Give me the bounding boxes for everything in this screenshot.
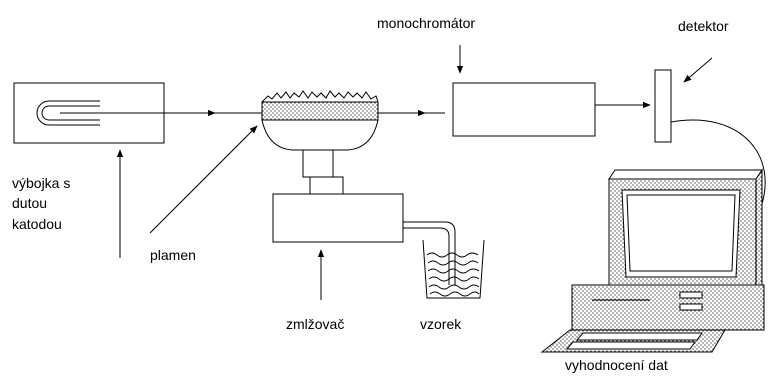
computer-monitor <box>608 168 763 294</box>
sample-tubing <box>403 221 456 285</box>
label-lamp-line-1: výbojka s <box>12 175 71 191</box>
burner <box>261 90 379 195</box>
detector-box <box>654 69 672 143</box>
arrow-to-detector <box>683 57 713 83</box>
label-nebulizer: zmlžovač <box>286 316 345 332</box>
monochromator-box <box>452 82 596 137</box>
label-data-processing: vyhodnocení dat <box>565 357 668 373</box>
sample-beaker <box>422 239 485 299</box>
arrow-to-flame <box>149 125 258 234</box>
label-sample: vzorek <box>420 316 462 332</box>
label-lamp-line-3: katodou <box>12 216 62 232</box>
nebulizer-box <box>272 193 404 243</box>
computer-base-unit <box>571 284 765 331</box>
label-flame: plamen <box>150 247 196 263</box>
label-detector: detektor <box>678 18 729 34</box>
label-lamp-line-2: dutou <box>12 195 48 211</box>
label-monochromator: monochromátor <box>377 15 476 31</box>
computer-keyboard <box>540 329 726 353</box>
